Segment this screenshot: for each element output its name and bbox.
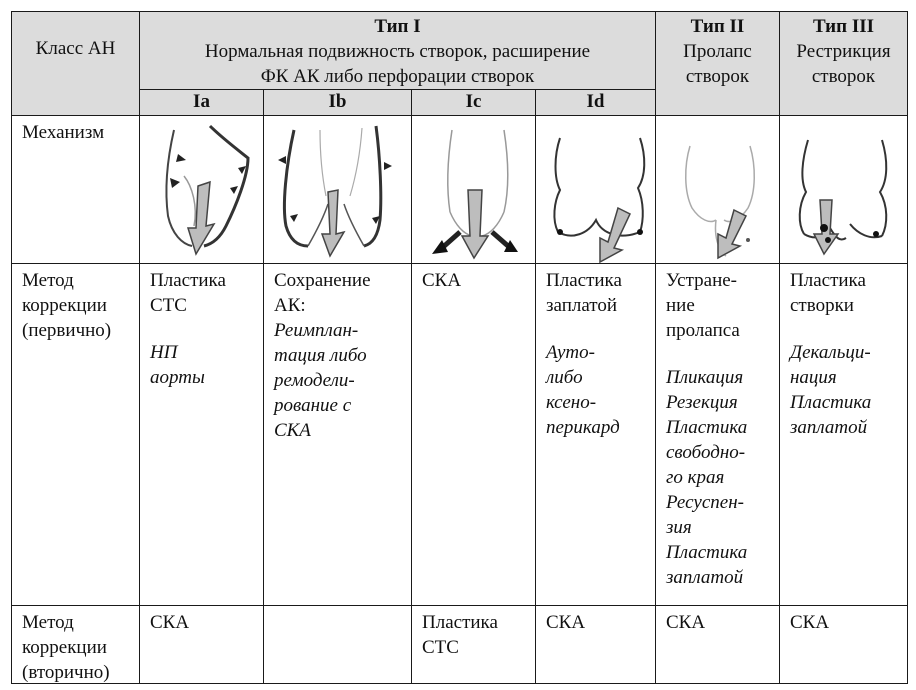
primary-type3-text: Пластика <box>790 270 866 291</box>
secondary-label-line2: коррекции <box>22 637 107 658</box>
secondary-ic-text: СТС <box>422 637 459 658</box>
secondary-id-text: СКА <box>546 612 586 633</box>
class-label: Класс АН <box>35 38 116 59</box>
primary-type2-italic: Пластика <box>666 417 748 438</box>
mechanism-type2-diagram <box>684 145 756 260</box>
type1-title: Тип I <box>374 16 421 37</box>
primary-type3-italic: Декальци- <box>790 342 871 363</box>
primary-ia-italic: аорты <box>150 367 205 388</box>
mechanism-id-cell <box>536 116 656 264</box>
header-type3-cell: Тип III Рестрикция створок <box>780 12 908 116</box>
mechanism-label: Механизм <box>22 122 105 143</box>
primary-ib-italic: рование с <box>274 395 352 416</box>
primary-ia-text: Пластика <box>150 270 226 291</box>
primary-type2-italic: го края <box>666 467 725 488</box>
mechanism-ib-cell <box>264 116 412 264</box>
type1-desc-line2: ФК АК либо перфорации створок <box>260 66 535 87</box>
primary-type2-italic: Пликация <box>666 367 744 388</box>
primary-type2-italic: Ресуспен- <box>666 492 744 513</box>
primary-type2-italic: зия <box>666 517 692 538</box>
secondary-ia-text: СКА <box>150 612 190 633</box>
mechanism-ia-diagram <box>165 124 250 256</box>
aortic-insufficiency-classification-table: Класс АН Тип I Нормальная подвижность ст… <box>11 11 908 684</box>
primary-ib-italic: тация либо <box>274 345 367 366</box>
secondary-ia-cell: СКА <box>140 606 264 684</box>
subtype-id: Id <box>536 90 656 116</box>
primary-id-italic: ксено- <box>546 392 597 413</box>
secondary-type3-text: СКА <box>790 612 830 633</box>
type3-desc-line2: створок <box>811 66 876 87</box>
primary-ib-italic: СКА <box>274 420 311 441</box>
primary-ic-text: СКА <box>422 270 462 291</box>
secondary-label-line1: Метод <box>22 612 74 633</box>
primary-ib-text: АК: <box>274 295 306 316</box>
primary-type3-text: створки <box>790 295 854 316</box>
secondary-label-cell: Метод коррекции (вторично) <box>12 606 140 684</box>
primary-id-italic: Ауто- <box>546 342 595 363</box>
primary-type3-italic: Пластика <box>790 392 872 413</box>
subtype-ib: Ib <box>264 90 412 116</box>
secondary-ic-cell: Пластика СТС <box>412 606 536 684</box>
secondary-type2-cell: СКА <box>656 606 780 684</box>
primary-type2-text: пролапса <box>666 320 740 341</box>
primary-ia-italic: НП <box>150 342 178 363</box>
subtype-ia: Ia <box>140 90 264 116</box>
primary-id-text: заплатой <box>546 295 617 316</box>
header-type1-cell: Тип I Нормальная подвижность створок, ра… <box>140 12 656 90</box>
primary-label-line1: Метод <box>22 270 74 291</box>
mechanism-id-diagram <box>553 137 646 264</box>
primary-label-cell: Метод коррекции (первично) <box>12 264 140 606</box>
mechanism-ic-cell <box>412 116 536 264</box>
primary-type2-italic: Резекция <box>666 392 738 413</box>
primary-id-cell: Пластика заплатой Ауто- либо ксено- пери… <box>536 264 656 606</box>
secondary-type2-text: СКА <box>666 612 706 633</box>
mechanism-ib-diagram <box>278 125 392 258</box>
secondary-ib-cell <box>264 606 412 684</box>
mechanism-type3-cell <box>780 116 908 264</box>
primary-id-italic: либо <box>546 367 583 388</box>
type3-desc-line1: Рестрикция <box>796 41 891 62</box>
mechanism-type3-diagram <box>798 139 888 256</box>
primary-ic-cell: СКА <box>412 264 536 606</box>
secondary-id-cell: СКА <box>536 606 656 684</box>
primary-type3-cell: Пластика створки Декальци- нация Пластик… <box>780 264 908 606</box>
mechanism-ia-cell <box>140 116 264 264</box>
primary-type3-italic: нация <box>790 367 837 388</box>
subtype-ic: Ic <box>412 90 536 116</box>
primary-label-line2: коррекции <box>22 295 107 316</box>
secondary-label-line3: (вторично) <box>22 662 110 683</box>
mechanism-label-cell: Механизм <box>12 116 140 264</box>
primary-type2-italic: заплатой <box>666 567 744 588</box>
primary-type3-italic: заплатой <box>790 417 868 438</box>
type2-desc-line1: Пролапс <box>683 41 752 62</box>
secondary-ic-text: Пластика <box>422 612 498 633</box>
type3-title: Тип III <box>812 16 875 37</box>
primary-ib-cell: Сохранение АК: Реимплан- тация либо ремо… <box>264 264 412 606</box>
type1-desc-line1: Нормальная подвижность створок, расширен… <box>204 41 591 62</box>
primary-ib-text: Сохранение <box>274 270 371 291</box>
primary-ib-italic: Реимплан- <box>274 320 359 341</box>
primary-ib-italic: ремодели- <box>274 370 355 391</box>
header-type2-cell: Тип II Пролапс створок <box>656 12 780 116</box>
primary-type2-italic: Пластика <box>666 542 748 563</box>
primary-type2-text: Устране- <box>666 270 737 291</box>
primary-type2-cell: Устране- ние пролапса Пликация Резекция … <box>656 264 780 606</box>
secondary-type3-cell: СКА <box>780 606 908 684</box>
primary-id-text: Пластика <box>546 270 622 291</box>
primary-type2-text: ние <box>666 295 695 316</box>
header-class-cell: Класс АН <box>12 12 140 116</box>
type2-title: Тип II <box>690 16 745 37</box>
mechanism-ic-diagram <box>432 129 518 260</box>
type2-desc-line2: створок <box>685 66 750 87</box>
mechanism-type2-cell <box>656 116 780 264</box>
primary-ia-cell: Пластика СТС НП аорты <box>140 264 264 606</box>
primary-type2-italic: свободно- <box>666 442 746 463</box>
primary-id-italic: перикард <box>546 417 620 438</box>
primary-ia-text: СТС <box>150 295 187 316</box>
primary-label-line3: (первично) <box>22 320 112 341</box>
